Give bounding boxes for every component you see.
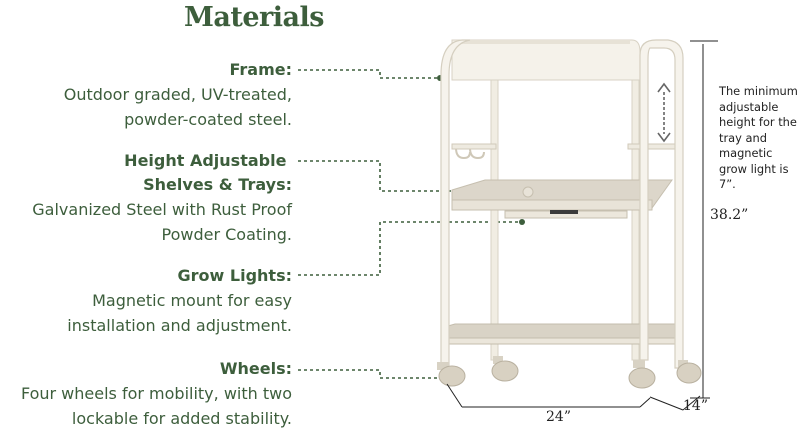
grow-lights-callout: Grow Lights: Magnetic mount for easy ins… [67, 264, 292, 338]
grow-lights-body-line-1: Magnetic mount for easy [92, 291, 292, 310]
frame-callout: Frame: Outdoor graded, UV-treated, powde… [64, 58, 292, 132]
shelves-body-line-2: Powder Coating. [161, 225, 292, 244]
wheels-heading: Wheels: [219, 359, 292, 378]
grow-lights-leader [298, 221, 520, 276]
frame-body-line-1: Outdoor graded, UV-treated, [63, 85, 292, 104]
wheels-leader [298, 369, 440, 379]
frame-heading: Frame: [229, 60, 292, 79]
wheels-body-line-2: lockable for added stability. [71, 409, 292, 428]
wheels-body-line-1: Four wheels for mobility, with two [20, 384, 292, 403]
grow-lights-heading: Grow Lights: [177, 266, 292, 285]
frame-leader [298, 69, 440, 79]
wheels-callout: Wheels: Four wheels for mobility, with t… [21, 357, 292, 431]
height-dimension: 38.2” [710, 207, 749, 223]
note-line-6: grow light is 7”. [719, 161, 789, 192]
grow-lights-body-line-2: installation and adjustment. [67, 316, 292, 335]
shelves-callout: Height Adjustable Shelves & Trays: Galva… [32, 149, 292, 247]
frame-body-line-2: powder-coated steel. [124, 110, 292, 129]
grow-lights-leader-dot [519, 219, 525, 225]
note-line-5: magnetic [719, 146, 773, 160]
note-line-3: height for the [719, 115, 797, 129]
wheel-icons [437, 356, 702, 389]
note-line-1: The minimum [719, 84, 798, 98]
shelves-body-line-1: Galvanized Steel with Rust Proof [32, 200, 292, 219]
min-height-note: The minimum adjustable height for the tr… [719, 84, 800, 193]
depth-dimension: 14” [683, 398, 708, 414]
width-dimension: 24” [546, 409, 571, 425]
shelves-leader [298, 160, 520, 192]
shelves-heading: Height Adjustable [124, 151, 292, 170]
note-line-2: adjustable [719, 99, 779, 114]
note-line-4: tray and [719, 130, 767, 145]
shelves-heading-line-2: Shelves & Trays: [143, 175, 292, 194]
page-title: Materials [184, 2, 324, 33]
